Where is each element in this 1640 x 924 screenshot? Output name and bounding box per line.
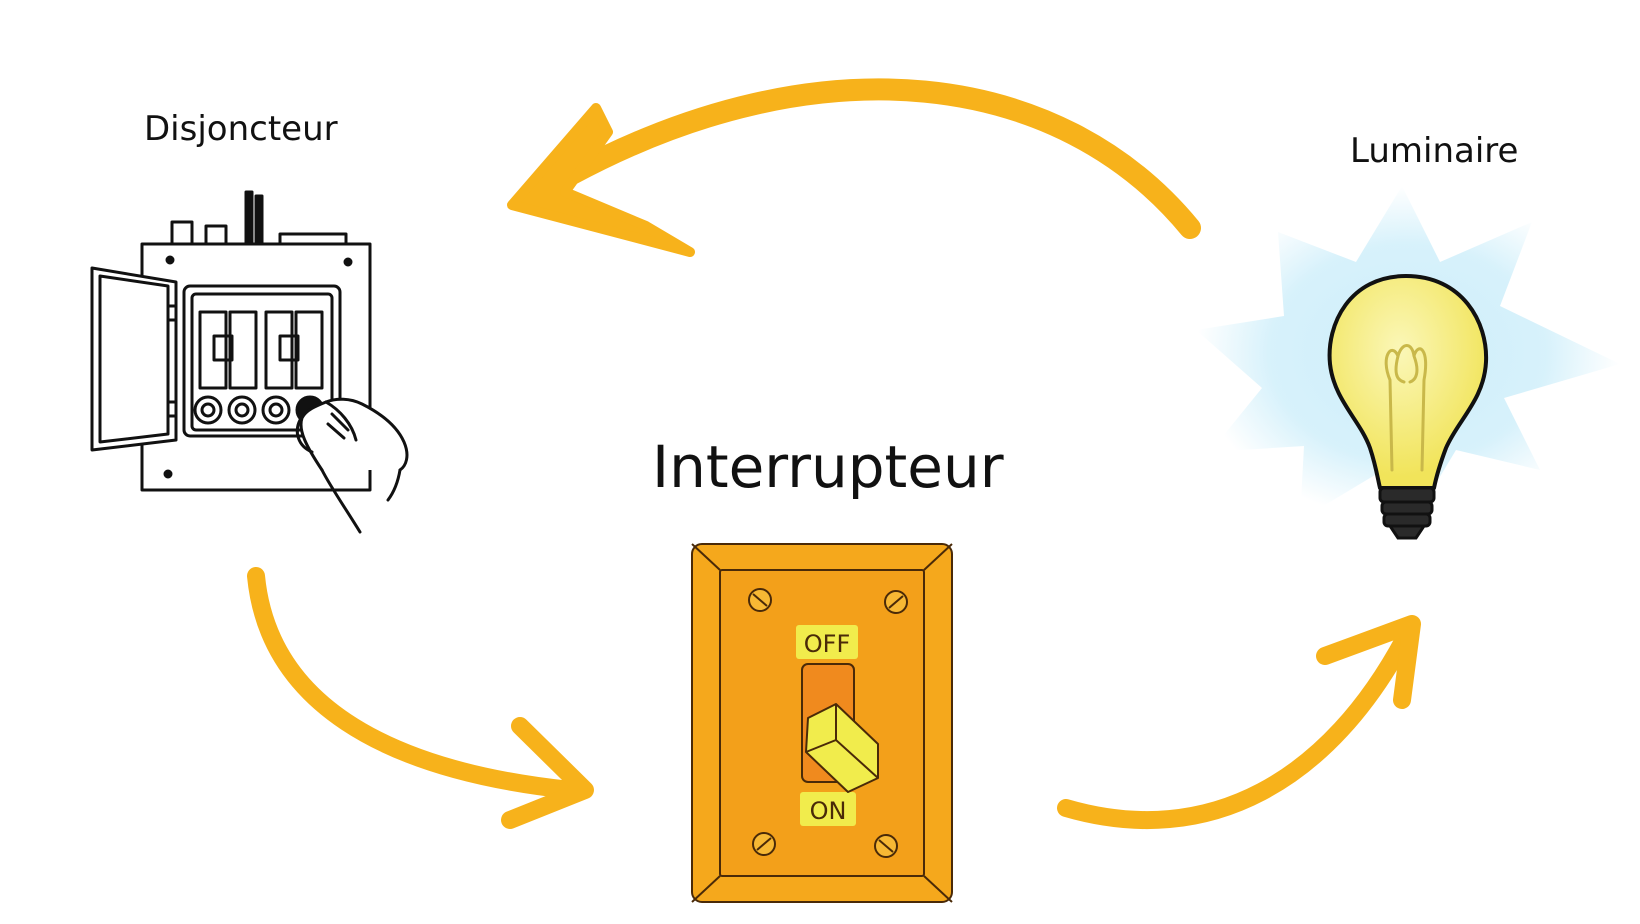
arrow-breaker-to-switch	[247, 567, 594, 829]
arrow-light-to-breaker	[507, 78, 1201, 257]
breaker-label: Disjoncteur	[144, 109, 338, 149]
light-fixture-label: Luminaire	[1350, 131, 1519, 171]
switch-label: Interrupteur	[652, 433, 1004, 501]
breaker-box-illustration	[90, 190, 409, 534]
arrow-switch-to-light	[1057, 615, 1421, 830]
switch-plate-illustration: OFF ON	[691, 543, 953, 903]
light-bulb-illustration	[1196, 186, 1620, 540]
switch-off-text: OFF	[804, 630, 851, 658]
switch-on-text: ON	[810, 797, 847, 825]
